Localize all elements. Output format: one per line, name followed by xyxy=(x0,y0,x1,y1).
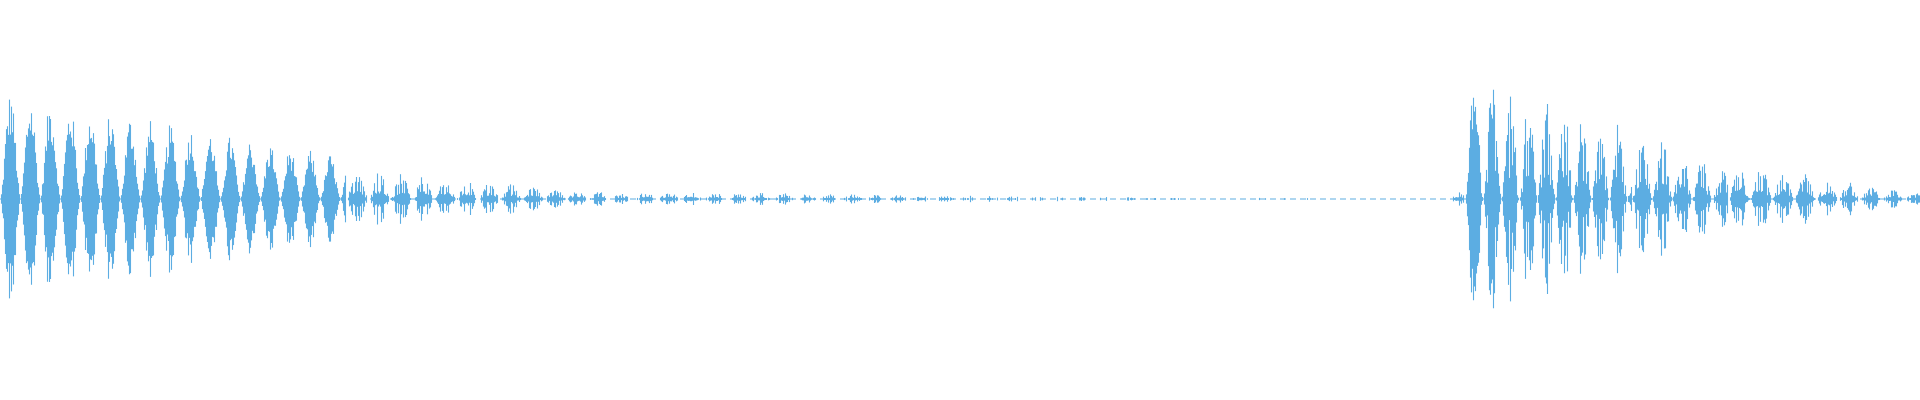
waveform-samples xyxy=(0,89,1920,309)
